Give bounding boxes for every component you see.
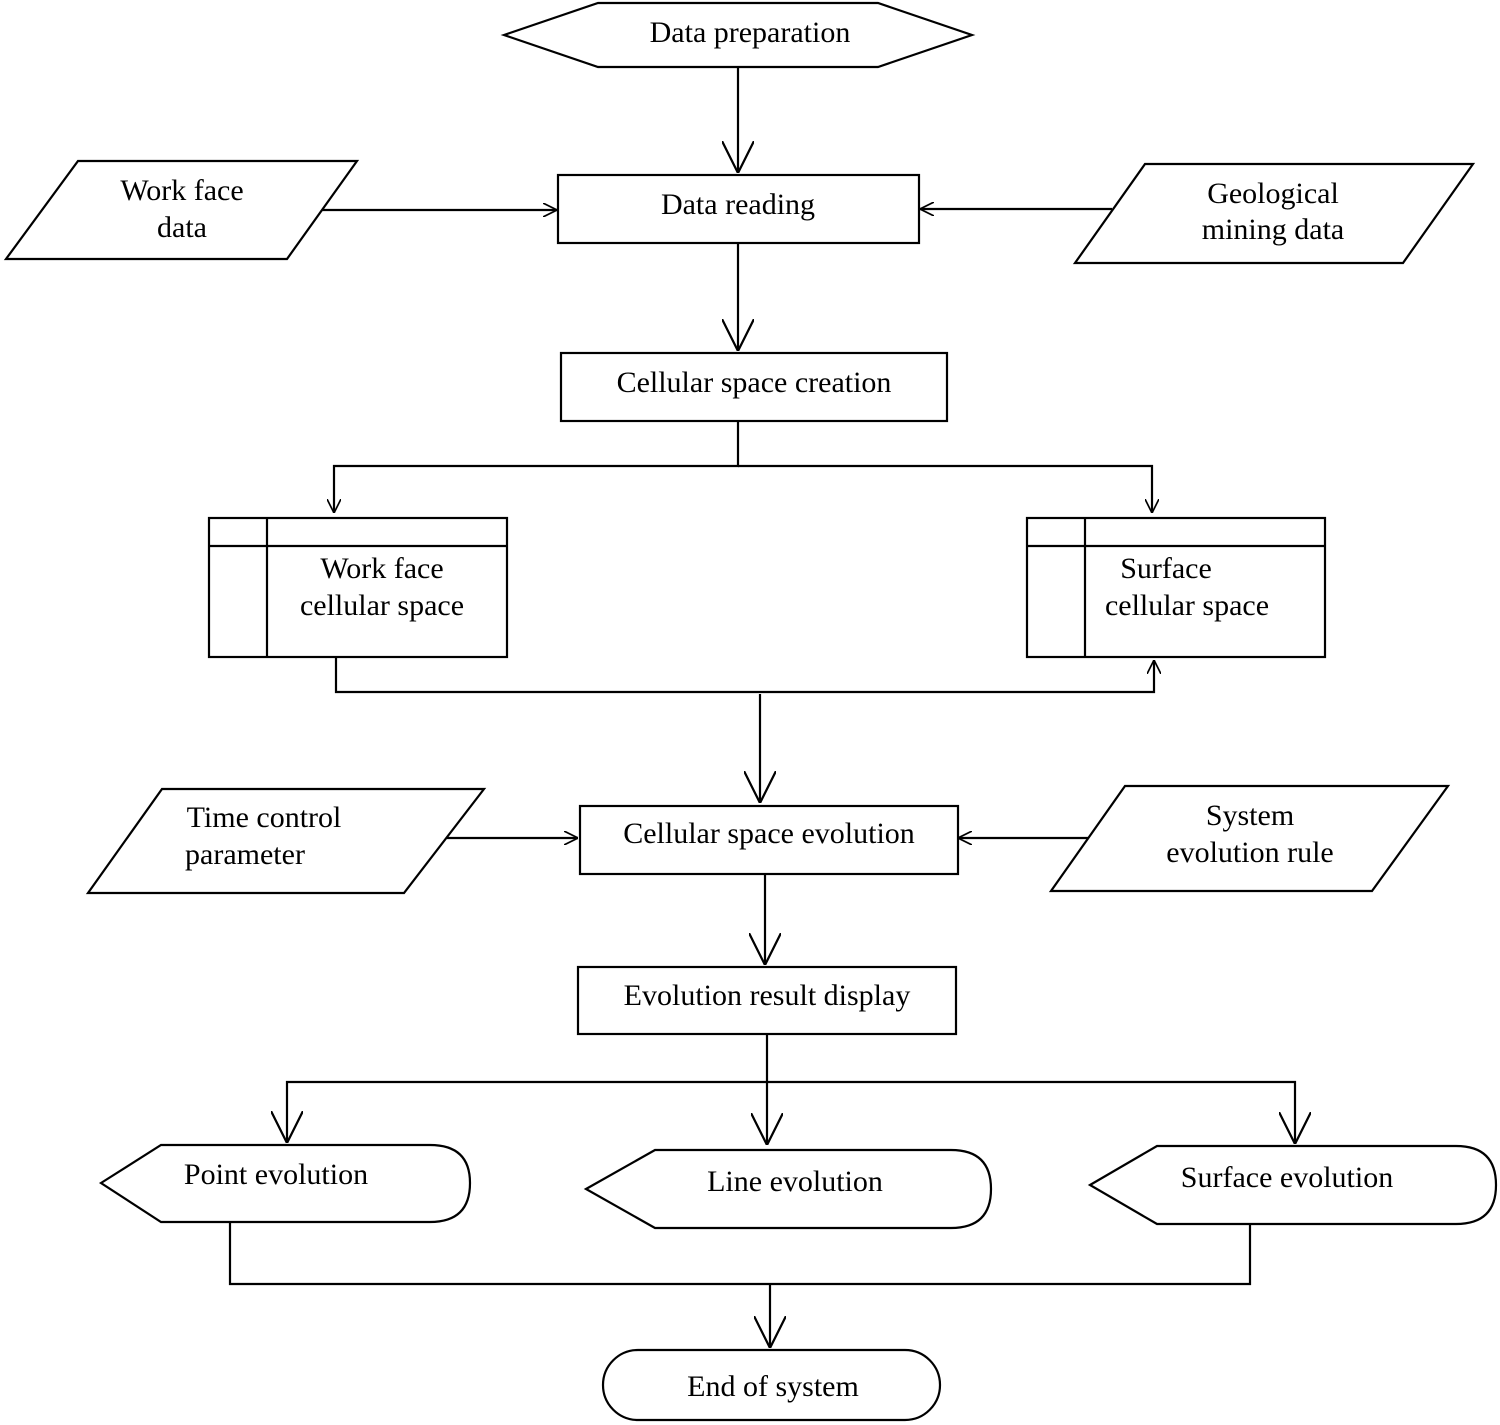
work-face-cellular-space-line-1: Work face [320, 552, 443, 585]
node-end-of-system: End of system [601, 1348, 942, 1422]
node-work-face-data: Work face data [3, 159, 360, 261]
surface-cellular-space-line-1: Surface [1120, 552, 1212, 585]
cellular-space-evolution-label: Cellular space evolution [623, 817, 915, 850]
terminator-shape [601, 1348, 942, 1422]
svg-text:Cellular space evolution: Cellular space evolution [623, 817, 915, 850]
evolution-result-display-label: Evolution result display [624, 979, 911, 1012]
svg-text:Data reading: Data reading [661, 188, 815, 221]
node-work-face-cellular-space: Work face cellular space [207, 516, 509, 659]
svg-text:Cellular space creation: Cellular space creation [617, 366, 892, 399]
process-box [559, 351, 949, 423]
node-geological-mining-data: Geological mining data [1072, 162, 1476, 265]
svg-text:cellular space: cellular space [1105, 589, 1269, 622]
node-data-preparation: Data preparation [500, 1, 976, 69]
system-evolution-rule-line-2: evolution rule [1166, 836, 1333, 869]
svg-text:System: System [1206, 799, 1294, 832]
svg-text:cellular space: cellular space [300, 589, 464, 622]
edge-display-to-point [287, 1080, 767, 1143]
svg-text:Line evolution: Line evolution [707, 1165, 883, 1198]
svg-text:Surface: Surface [1120, 552, 1212, 585]
internal-storage-box [207, 516, 509, 659]
node-surface-evolution: Surface evolution [1087, 1144, 1498, 1226]
node-line-evolution: Line evolution [583, 1148, 993, 1230]
surface-evolution-label: Surface evolution [1181, 1161, 1393, 1194]
process-box [576, 965, 958, 1036]
work-face-cellular-space-line-2: cellular space [300, 589, 464, 622]
geological-mining-data-line-2: mining data [1202, 213, 1344, 246]
geological-mining-data-line-1: Geological [1207, 177, 1339, 210]
end-of-system-label: End of system [687, 1370, 859, 1403]
node-data-reading: Data reading [556, 173, 921, 245]
input-parallelogram [1048, 784, 1451, 893]
svg-text:End of system: End of system [687, 1370, 859, 1403]
svg-text:Time control: Time control [187, 801, 342, 834]
edge-workface-to-surface-space [334, 658, 1154, 694]
edge-display-to-surface-evo [767, 1080, 1295, 1144]
node-time-control-parameter: Time control parameter [85, 787, 487, 895]
work-face-data-line-2: data [157, 211, 207, 244]
svg-text:evolution rule: evolution rule [1166, 836, 1333, 869]
node-system-evolution-rule: System evolution rule [1048, 784, 1451, 893]
svg-text:Surface evolution: Surface evolution [1181, 1161, 1393, 1194]
svg-text:data: data [157, 211, 207, 244]
display-shape [583, 1148, 993, 1230]
display-shape [98, 1143, 472, 1224]
svg-text:Work face: Work face [120, 174, 243, 207]
svg-text:Work face: Work face [320, 552, 443, 585]
line-evolution-label: Line evolution [707, 1165, 883, 1198]
svg-text:Point evolution: Point evolution [184, 1158, 368, 1191]
data-preparation-label: Data preparation [650, 16, 851, 49]
system-evolution-rule-line-1: System [1206, 799, 1294, 832]
node-point-evolution: Point evolution [98, 1143, 472, 1224]
svg-text:Data preparation: Data preparation [650, 16, 851, 49]
svg-text:Geological: Geological [1207, 177, 1339, 210]
point-evolution-label: Point evolution [184, 1158, 368, 1191]
svg-text:mining data: mining data [1202, 213, 1344, 246]
node-cellular-space-creation: Cellular space creation [559, 351, 949, 423]
edge-creation-split-left [334, 421, 740, 513]
node-surface-cellular-space: Surface cellular space [1025, 516, 1327, 659]
edge-surface-evo-to-merge [770, 1224, 1252, 1286]
input-parallelogram [1072, 162, 1476, 265]
input-parallelogram [3, 159, 360, 261]
data-reading-label: Data reading [661, 188, 815, 221]
edge-point-to-merge [228, 1222, 770, 1286]
process-box [556, 173, 921, 245]
node-evolution-result-display: Evolution result display [576, 965, 958, 1036]
time-control-parameter-line-1: Time control [187, 801, 342, 834]
internal-storage-box [1025, 516, 1327, 659]
node-cellular-space-evolution: Cellular space evolution [578, 804, 960, 876]
connectors [228, 68, 1295, 1348]
edge-creation-split-right [738, 464, 1152, 513]
process-box [578, 804, 960, 876]
preparation-hexagon [500, 1, 976, 69]
input-parallelogram [85, 787, 487, 895]
display-shape [1087, 1144, 1498, 1226]
surface-cellular-space-line-2: cellular space [1105, 589, 1269, 622]
svg-text:Evolution result display: Evolution result display [624, 979, 911, 1012]
cellular-space-creation-label: Cellular space creation [617, 366, 892, 399]
work-face-data-line-1: Work face [120, 174, 243, 207]
time-control-parameter-line-2: parameter [185, 838, 305, 871]
svg-text:parameter: parameter [185, 838, 305, 871]
